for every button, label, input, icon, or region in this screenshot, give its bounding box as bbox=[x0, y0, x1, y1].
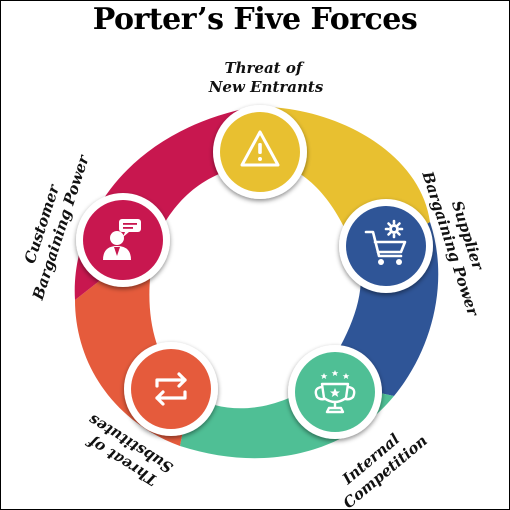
customer-chat-icon bbox=[103, 219, 141, 260]
label-line: Threat of bbox=[224, 59, 304, 77]
label-line: New Entrants bbox=[208, 78, 324, 96]
warning-icon bbox=[240, 130, 280, 167]
force-entrants-node bbox=[213, 105, 307, 199]
label-threat-of-new-entrants: Threat of New Entrants bbox=[208, 59, 324, 96]
page-title: Porter’s Five Forces bbox=[92, 2, 418, 37]
force-supplier-node bbox=[339, 199, 433, 293]
force-substitutes-node bbox=[124, 342, 218, 436]
trophy-stars-icon bbox=[314, 370, 356, 414]
shopping-cart-gear-icon bbox=[364, 219, 407, 265]
swap-arrows-icon bbox=[155, 372, 187, 406]
force-customer-node bbox=[76, 193, 170, 287]
force-competition-node bbox=[288, 345, 382, 439]
